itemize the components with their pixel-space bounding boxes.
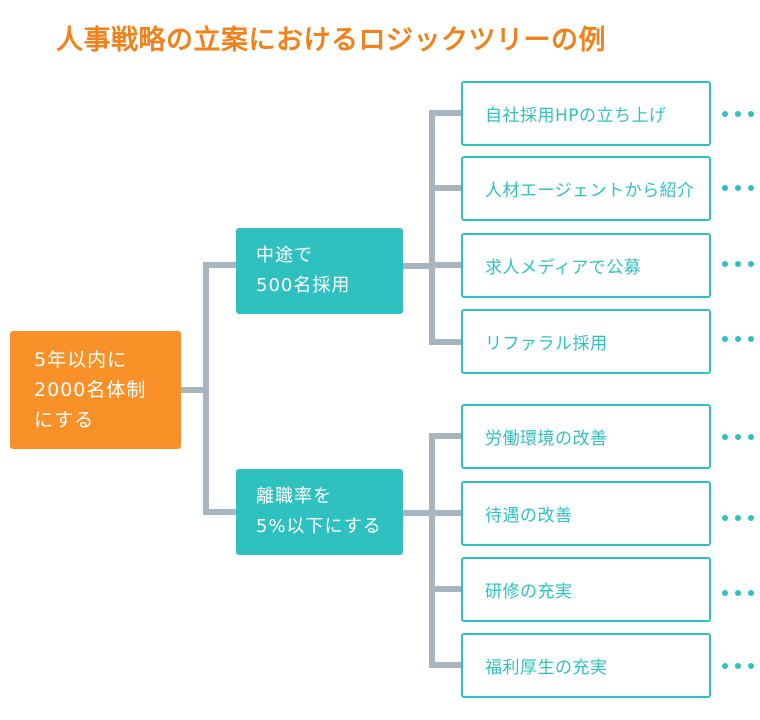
more-dots-icon [722,335,754,343]
branch-line: 500名採用 [256,275,351,296]
page-title: 人事戦略の立案におけるロジックツリーの例 [56,25,606,56]
leaf-node: 自社採用HPの立ち上げ [461,81,711,146]
branch-line: 離職率を [256,486,332,507]
root-line: にする [34,409,95,431]
leaf-label: 自社採用HPの立ち上げ [485,106,667,126]
leaf-node: 労働環境の改善 [461,404,711,469]
more-dots-icon [722,662,754,670]
root-line: 2000名体制 [34,379,147,401]
leaf-label: 労働環境の改善 [485,429,608,449]
leaf-node: 待遇の改善 [461,481,711,546]
leaf-label: 福利厚生の充実 [485,658,608,678]
more-dots-icon [722,110,754,118]
more-dots-icon [722,184,754,192]
more-dots-icon [722,589,754,597]
leaf-node: 研修の充実 [461,557,711,622]
leaf-label: 求人メディアで公募 [485,258,642,278]
leaf-node: 求人メディアで公募 [461,233,711,298]
more-dots-icon [722,260,754,268]
leaf-node: 福利厚生の充実 [461,633,711,698]
branch-node-turnover-rate: 離職率を 5%以下にする [236,469,403,555]
leaf-label: リファラル採用 [485,334,608,354]
leaf-label: 待遇の改善 [485,506,573,526]
leaf-node: 人材エージェントから紹介 [461,156,711,221]
branch-line: 中途で [256,245,313,266]
more-dots-icon [722,514,754,522]
more-dots-icon [722,433,754,441]
root-line: 5年以内に [34,349,128,371]
branch-node-mid-career-hiring: 中途で 500名採用 [236,228,403,314]
leaf-node: リファラル採用 [461,309,711,374]
leaf-label: 人材エージェントから紹介 [485,181,695,201]
branch-line: 5%以下にする [256,516,382,537]
leaf-label: 研修の充実 [485,582,573,602]
root-node: 5年以内に 2000名体制 にする [10,331,181,449]
